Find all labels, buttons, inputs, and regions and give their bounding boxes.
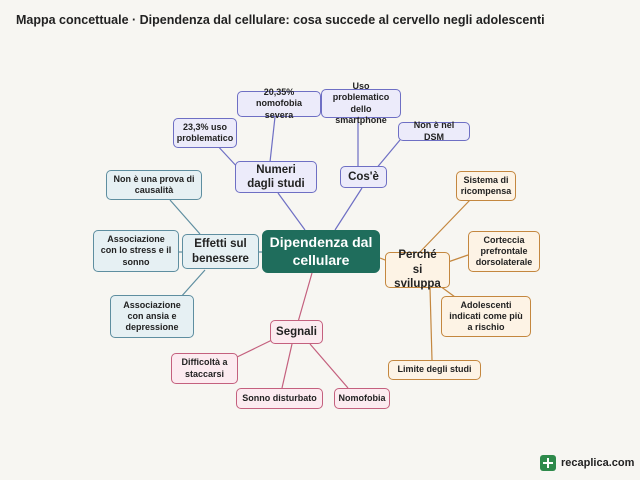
connector-perche-1 — [419, 199, 471, 253]
leaf-uso-problematico-smartphone: Uso problematico dello smartphone — [321, 81, 401, 125]
leaf-non-nel-dsm: Non è nel DSM — [398, 120, 470, 142]
leaf-uso-problematico-percent: 23,3% uso problematico — [173, 118, 237, 148]
center-node: Dipendenza dal cellulare — [262, 230, 380, 273]
connector-perche-2 — [447, 254, 469, 263]
connector-effetti-1 — [169, 199, 201, 235]
logo-text: recaplica.com — [561, 457, 635, 469]
leaf-limite-studi: Limite degli studi — [388, 360, 481, 380]
leaf-adolescenti-rischio: Adolescenti indicati come più a rischio — [441, 296, 531, 337]
connector-center-numeri — [277, 192, 306, 231]
connector-numeri-1 — [269, 116, 276, 163]
recaplica-logo-icon — [540, 455, 556, 471]
leaf-nomofobia-severa: 20,35% nomofobia severa — [237, 87, 321, 120]
page-title: Mappa concettuale · Dipendenza dal cellu… — [16, 13, 545, 27]
leaf-sonno-disturbato: Sonno disturbato — [236, 388, 323, 409]
connector-perche-4 — [429, 287, 433, 361]
connector-segnali-2 — [281, 343, 293, 389]
leaf-non-prova-causalita: Non è una prova di causalità — [106, 170, 202, 200]
branch-numeri-dagli-studi: Numeri dagli studi — [235, 161, 317, 193]
leaf-nomofobia: Nomofobia — [334, 388, 390, 409]
branch-perche-si-sviluppa: Perché si sviluppa — [385, 249, 450, 290]
branch-cose: Cos'è — [340, 166, 387, 188]
brand-logo: recaplica.com — [540, 455, 634, 471]
leaf-corteccia-prefrontale: Corteccia prefrontale dorsolaterale — [468, 231, 540, 272]
connector-segnali-3 — [309, 343, 349, 389]
leaf-difficolta-staccarsi: Difficoltà a staccarsi — [171, 353, 238, 384]
connector-effetti-3 — [179, 269, 206, 299]
connector-cose-2 — [374, 139, 401, 171]
connector-segnali-1 — [234, 339, 273, 359]
leaf-associazione-stress-sonno: Associazione con lo stress e il sonno — [93, 230, 179, 272]
branch-effetti-sul-benessere: Effetti sul benessere — [182, 234, 259, 269]
branch-segnali: Segnali — [270, 320, 323, 344]
connector-center-cose — [334, 187, 363, 231]
leaf-sistema-ricompensa: Sistema di ricompensa — [456, 171, 516, 201]
connector-center-segnali — [297, 272, 313, 323]
leaf-associazione-ansia-depressione: Associazione con ansia e depressione — [110, 295, 194, 338]
